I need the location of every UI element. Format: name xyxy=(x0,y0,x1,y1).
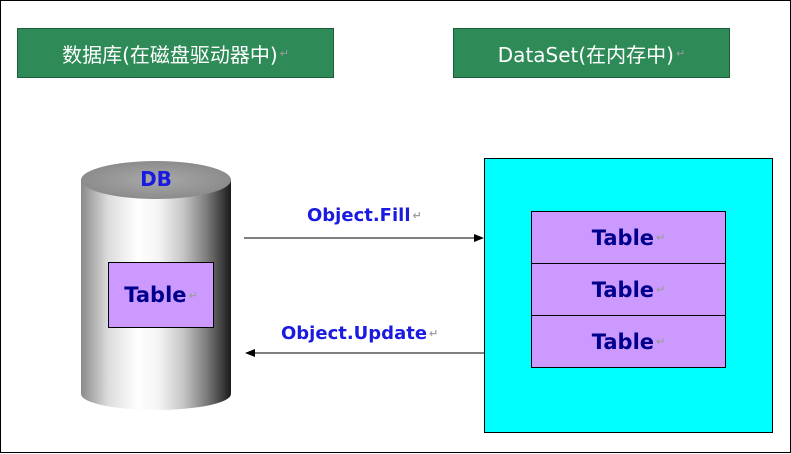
dataset-header-text: DataSet(在内存中) xyxy=(497,42,674,67)
dataset-header: DataSet(在内存中) ↵ xyxy=(453,28,730,78)
dataset-table-label: Table xyxy=(591,225,655,250)
database-label: DB xyxy=(140,167,172,191)
dataset-table-label: Table xyxy=(591,329,655,354)
fill-label-text: Object.Fill xyxy=(307,205,411,226)
fill-arrow-label: Object.Fill ↵ xyxy=(307,205,422,226)
dataset-table: Table ↵ xyxy=(531,211,726,264)
paragraph-mark-icon: ↵ xyxy=(675,46,686,60)
database-table-label: Table xyxy=(124,283,187,307)
paragraph-mark-icon: ↵ xyxy=(656,283,666,296)
dataset-table-label: Table xyxy=(591,277,655,302)
database-header: 数据库(在磁盘驱动器中) ↵ xyxy=(17,28,334,78)
paragraph-mark-icon: ↵ xyxy=(656,231,666,244)
paragraph-mark-icon: ↵ xyxy=(656,335,666,348)
database-table: Table ↵ xyxy=(108,262,214,328)
paragraph-mark-icon: ↵ xyxy=(429,327,439,340)
dataset-table: Table ↵ xyxy=(531,263,726,316)
paragraph-mark-icon: ↵ xyxy=(412,209,422,222)
database-header-text: 数据库(在磁盘驱动器中) xyxy=(62,42,278,67)
paragraph-mark-icon: ↵ xyxy=(188,288,198,302)
dataset-table: Table ↵ xyxy=(531,315,726,368)
database-cylinder-top xyxy=(81,161,231,199)
paragraph-mark-icon: ↵ xyxy=(279,46,289,60)
update-arrow-label: Object.Update ↵ xyxy=(281,323,438,344)
update-label-text: Object.Update xyxy=(281,323,428,344)
